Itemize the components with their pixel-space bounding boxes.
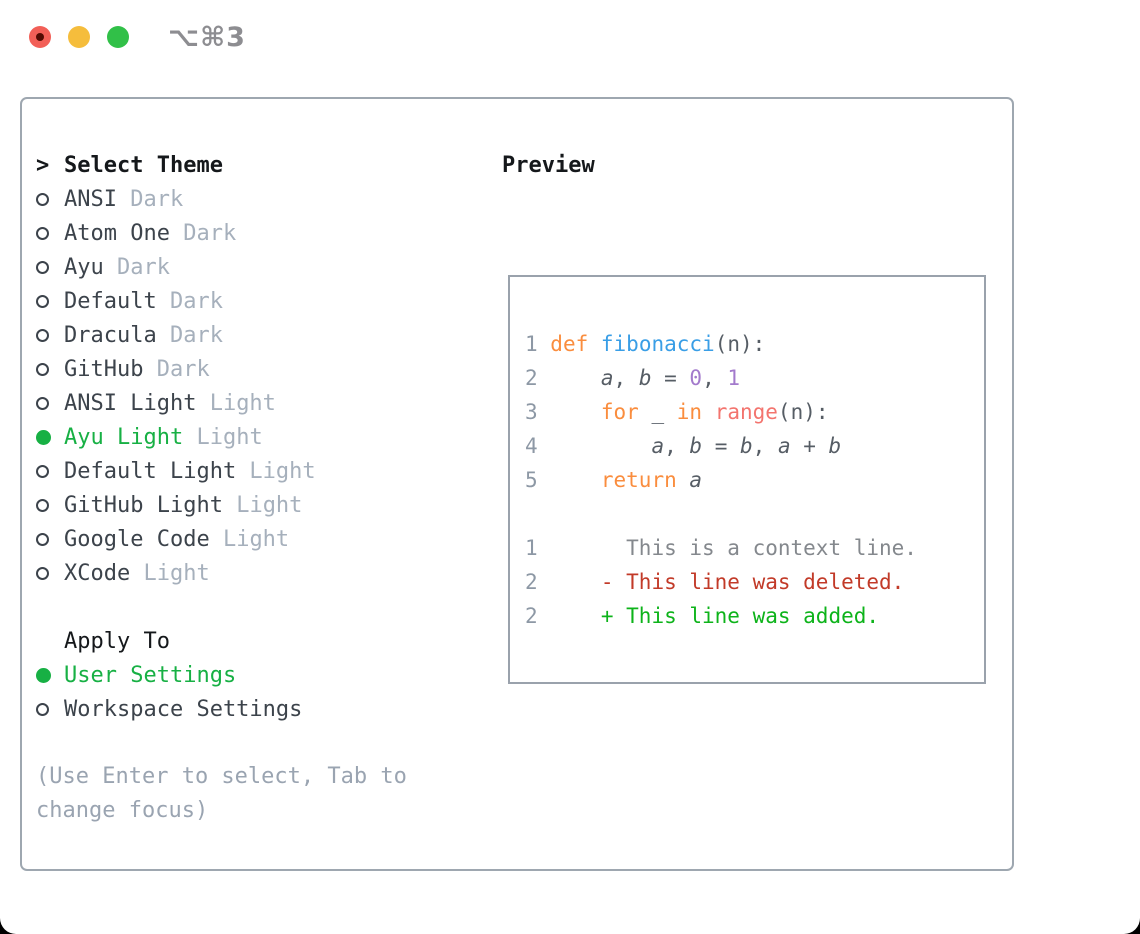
item-label: GitHub Light xyxy=(64,492,223,518)
theme-item-google-code[interactable]: Google Code Light xyxy=(36,522,488,556)
item-variant: Dark xyxy=(116,186,184,212)
code-line: 1 def fibonacci(n): xyxy=(525,332,766,356)
line-number: 3 xyxy=(525,400,551,424)
code-preview: 1 def fibonacci(n): 2 a, b = 0, 1 3 for _ … xyxy=(525,327,984,497)
radio-selected-icon xyxy=(36,667,51,683)
theme-item-ansi-light[interactable]: ANSI Light Light xyxy=(36,386,488,420)
theme-item-dracula[interactable]: Dracula Dark xyxy=(36,318,488,352)
window-corner xyxy=(0,916,18,934)
radio-unselected-icon xyxy=(36,260,49,274)
line-number: 5 xyxy=(525,468,551,492)
diff-line-added: 2 + This line was added. xyxy=(525,604,880,628)
apply-to-title: Apply To xyxy=(36,624,488,658)
minimize-button[interactable] xyxy=(68,26,90,48)
apply-option-user-settings[interactable]: User Settings xyxy=(36,658,488,692)
item-label: Atom One xyxy=(64,220,170,246)
radio-unselected-icon xyxy=(36,464,49,478)
item-label: GitHub xyxy=(64,356,144,382)
theme-item-github-light[interactable]: GitHub Light Light xyxy=(36,488,488,522)
select-theme-title: Select Theme xyxy=(64,152,223,178)
radio-unselected-icon xyxy=(36,702,49,716)
item-label: ANSI xyxy=(64,186,117,212)
item-variant: Light xyxy=(130,560,210,586)
theme-item-ayu-light[interactable]: Ayu Light Light xyxy=(36,420,488,454)
item-label: ANSI Light xyxy=(64,390,197,416)
close-button[interactable] xyxy=(29,26,51,48)
radio-unselected-icon xyxy=(36,532,49,546)
item-label: Default Light xyxy=(64,458,237,484)
hint-text: (Use Enter to select, Tab to change focu… xyxy=(36,764,407,823)
theme-item-default-light[interactable]: Default Light Light xyxy=(36,454,488,488)
item-variant: Light xyxy=(196,390,276,416)
item-variant: Dark xyxy=(169,220,237,246)
spacer xyxy=(36,590,488,624)
item-label: XCode xyxy=(64,560,131,586)
zoom-button[interactable] xyxy=(107,26,129,48)
item-label: Default xyxy=(64,288,157,314)
window-corner xyxy=(1122,916,1140,934)
apply-option-workspace-settings[interactable]: Workspace Settings xyxy=(36,692,488,726)
theme-item-atom-one[interactable]: Atom One Dark xyxy=(36,216,488,250)
item-label: Ayu xyxy=(64,254,104,280)
spacer xyxy=(525,497,984,531)
preview-title: Preview xyxy=(502,152,595,178)
radio-unselected-icon xyxy=(36,294,49,308)
code-line: 4 a, b = b, a + b xyxy=(525,434,842,458)
diff-preview: 1 This is a context line. 2 - This line w… xyxy=(525,531,984,633)
item-variant: Dark xyxy=(156,288,223,314)
radio-unselected-icon xyxy=(36,498,49,512)
item-variant: Light xyxy=(209,526,290,552)
line-number: 2 xyxy=(525,570,538,594)
radio-unselected-icon xyxy=(36,566,49,580)
item-variant: Light xyxy=(222,492,303,518)
radio-unselected-icon xyxy=(36,362,49,376)
line-number: 2 xyxy=(525,604,538,628)
radio-unselected-icon xyxy=(36,192,49,206)
item-variant: Dark xyxy=(143,356,210,382)
theme-item-github[interactable]: GitHub Dark xyxy=(36,352,488,386)
preview-box: 1 def fibonacci(n): 2 a, b = 0, 1 3 for _ … xyxy=(508,275,986,684)
item-variant: Light xyxy=(236,458,316,484)
code-line: 5 return a xyxy=(525,468,703,492)
prompt-icon: > xyxy=(36,152,50,178)
line-number: 1 xyxy=(525,536,538,560)
spacer xyxy=(36,726,488,760)
code-line: 2 a, b = 0, 1 xyxy=(525,366,741,390)
line-number: 2 xyxy=(525,366,551,390)
titlebar: ⌥⌘3 xyxy=(0,0,1140,74)
window-title: ⌥⌘3 xyxy=(168,22,246,53)
theme-item-xcode[interactable]: XCode Light xyxy=(36,556,488,590)
item-label: Ayu Light xyxy=(64,424,184,450)
radio-unselected-icon xyxy=(36,328,49,342)
line-number: 1 xyxy=(525,332,551,356)
theme-item-ayu[interactable]: Ayu Dark xyxy=(36,250,488,284)
radio-unselected-icon xyxy=(36,396,49,410)
theme-item-ansi[interactable]: ANSI Dark xyxy=(36,182,488,216)
select-theme-header-row: > Select Theme xyxy=(36,148,488,182)
item-label: Workspace Settings xyxy=(64,696,303,722)
item-variant: Dark xyxy=(103,254,170,280)
theme-item-default[interactable]: Default Dark xyxy=(36,284,488,318)
item-label: User Settings xyxy=(64,662,237,688)
radio-selected-icon xyxy=(36,429,51,445)
diff-line-deleted: 2 - This line was deleted. xyxy=(525,570,905,594)
code-line: 3 for _ in range(n): xyxy=(525,400,829,424)
diff-line-context: 1 This is a context line. xyxy=(525,536,917,560)
item-label: Dracula xyxy=(64,322,157,348)
line-number: 4 xyxy=(525,434,551,458)
item-variant: Light xyxy=(183,424,263,450)
unsaved-dot-icon xyxy=(36,33,44,41)
item-variant: Dark xyxy=(156,322,223,348)
radio-unselected-icon xyxy=(36,226,49,240)
apply-to-label: Apply To xyxy=(64,628,170,654)
item-label: Google Code xyxy=(64,526,210,552)
